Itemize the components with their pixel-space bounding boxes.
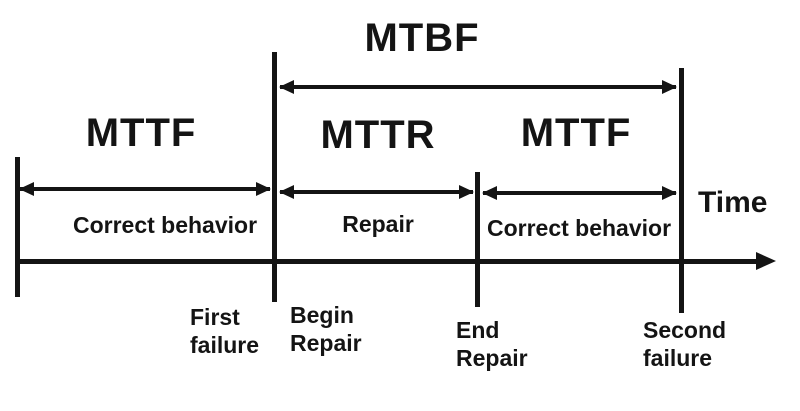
repair-label: Repair xyxy=(342,211,414,237)
mttf-left-label: MTTF xyxy=(85,111,197,155)
begin-repair-label-line2: Repair xyxy=(290,330,362,356)
second-failure-label-line1: Second xyxy=(643,317,727,343)
time-axis-line xyxy=(15,252,776,270)
mtbf-label: MTBF xyxy=(364,16,480,60)
end-repair-label: End Repair xyxy=(456,316,528,372)
time-axis-label: Time xyxy=(698,186,768,219)
end-repair-label-line1: End xyxy=(456,317,500,343)
second-failure-label: Second failure xyxy=(643,316,726,372)
end-repair-tick-line xyxy=(475,172,480,307)
mttf-right-span-arrow-icon xyxy=(482,186,677,200)
start-tick-line xyxy=(15,157,20,297)
first-failure-label-line2: failure xyxy=(190,332,260,358)
mtbf-span-arrow-icon xyxy=(279,80,677,94)
second-failure-label-line2: failure xyxy=(643,345,713,371)
first-failure-label: First failure xyxy=(190,303,259,359)
first-failure-tick-line xyxy=(272,52,277,302)
mttr-span-arrow-icon xyxy=(279,185,474,199)
begin-repair-label: Begin Repair xyxy=(290,301,362,357)
correct-behavior-right-label: Correct behavior xyxy=(486,215,672,241)
mttr-label: MTTR xyxy=(320,113,436,157)
second-failure-tick-line xyxy=(679,68,684,313)
time-axis-arrowhead-icon xyxy=(756,252,776,270)
correct-behavior-left-label: Correct behavior xyxy=(72,212,258,238)
end-repair-label-line2: Repair xyxy=(456,345,528,371)
begin-repair-label-line1: Begin xyxy=(290,302,354,328)
mttf-left-span-arrow-icon xyxy=(19,182,271,196)
first-failure-label-line1: First xyxy=(190,304,240,330)
mttf-right-label: MTTF xyxy=(520,111,632,155)
